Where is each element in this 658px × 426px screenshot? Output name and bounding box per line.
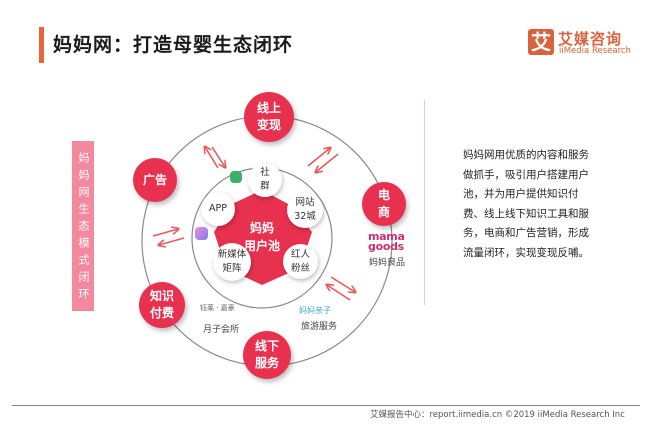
travel-brand: 妈妈亲子 xyxy=(299,306,331,315)
community-line2: 群 xyxy=(260,181,270,192)
inner-node-influencer: 红人粉丝 xyxy=(283,244,318,279)
app-label: APP xyxy=(209,203,227,214)
brand-name-en: iiMedia Research xyxy=(559,46,631,56)
core-label-line2: 用户池 xyxy=(243,239,280,253)
inner-node-website: 网站 32城 xyxy=(287,192,323,228)
brand-name-cn: 艾媒咨询 xyxy=(558,30,623,48)
brand-logo-icon: 艾 xyxy=(528,29,554,55)
media-app-icon xyxy=(195,227,208,240)
influencer-line2: 粉丝 xyxy=(290,262,310,274)
outer-node-ecommerce: 电商 xyxy=(362,182,406,226)
footer-source: 艾媒报告中心：report.iimedia.cn ©2019 iiMedia R… xyxy=(370,410,625,420)
influencer-line1: 红人 xyxy=(290,248,310,260)
mamagoods-bottom: goods xyxy=(368,240,404,253)
arrow-pair-top-left xyxy=(205,147,225,168)
advertising-label: 广告 xyxy=(142,172,167,187)
inner-node-new-media: 新媒体矩阵 xyxy=(213,243,251,281)
footer-divider xyxy=(12,405,640,406)
arrow-pair-bottom-right xyxy=(327,276,355,301)
inner-node-app: APP xyxy=(201,192,235,226)
website-line2: 32城 xyxy=(294,211,316,222)
ecommerce-caption: 妈妈良品 xyxy=(369,258,406,268)
new-media-line2: 矩阵 xyxy=(222,263,242,274)
inner-node-community: 社群 xyxy=(248,163,282,197)
maternity-caption: 月子会所 xyxy=(203,325,240,335)
community-app-icon xyxy=(230,171,242,183)
core-label-line1: 妈妈 xyxy=(249,221,274,235)
outer-node-advertising: 广告 xyxy=(133,158,177,202)
ecommerce-line2: 商 xyxy=(377,205,390,219)
page-title: 妈妈网：打造母婴生态闭环 xyxy=(53,34,294,56)
vertical-divider xyxy=(424,100,425,305)
online-line1: 线上 xyxy=(256,101,281,115)
mamagoods-logo: mama goods xyxy=(368,230,405,253)
outer-node-offline-service: 线下服务 xyxy=(243,331,291,379)
description-text: 妈妈网用优质的内容和服务做抓手，吸引用户搭建用户池，并为用户提供知识付费、线上线… xyxy=(463,149,589,259)
arrow-pair-top-right xyxy=(307,148,339,172)
website-line1: 网站 xyxy=(295,197,315,208)
outer-node-paid-knowledge: 知识付费 xyxy=(139,282,185,328)
title-accent-bar xyxy=(39,27,44,63)
mamagoods-top: mama xyxy=(368,230,405,243)
offline-line2: 服务 xyxy=(254,356,279,370)
outer-node-online-monetization: 线上变现 xyxy=(244,92,294,142)
new-media-line1: 新媒体 xyxy=(217,249,247,260)
community-line1: 社 xyxy=(260,167,270,178)
travel-caption: 旅游服务 xyxy=(301,322,338,332)
arrow-pair-left xyxy=(152,229,185,245)
offline-line1: 线下 xyxy=(254,339,279,353)
knowledge-line1: 知识 xyxy=(149,289,174,303)
knowledge-line2: 付费 xyxy=(149,306,174,320)
core-user-pool: 妈妈 用户池 xyxy=(236,219,288,255)
side-label: 妈妈网生态模式闭环 xyxy=(72,141,94,311)
ecommerce-line1: 电 xyxy=(377,188,390,202)
online-line2: 变现 xyxy=(256,118,281,132)
maternity-brand: 钰莱 · 嘉豪 xyxy=(200,304,235,312)
